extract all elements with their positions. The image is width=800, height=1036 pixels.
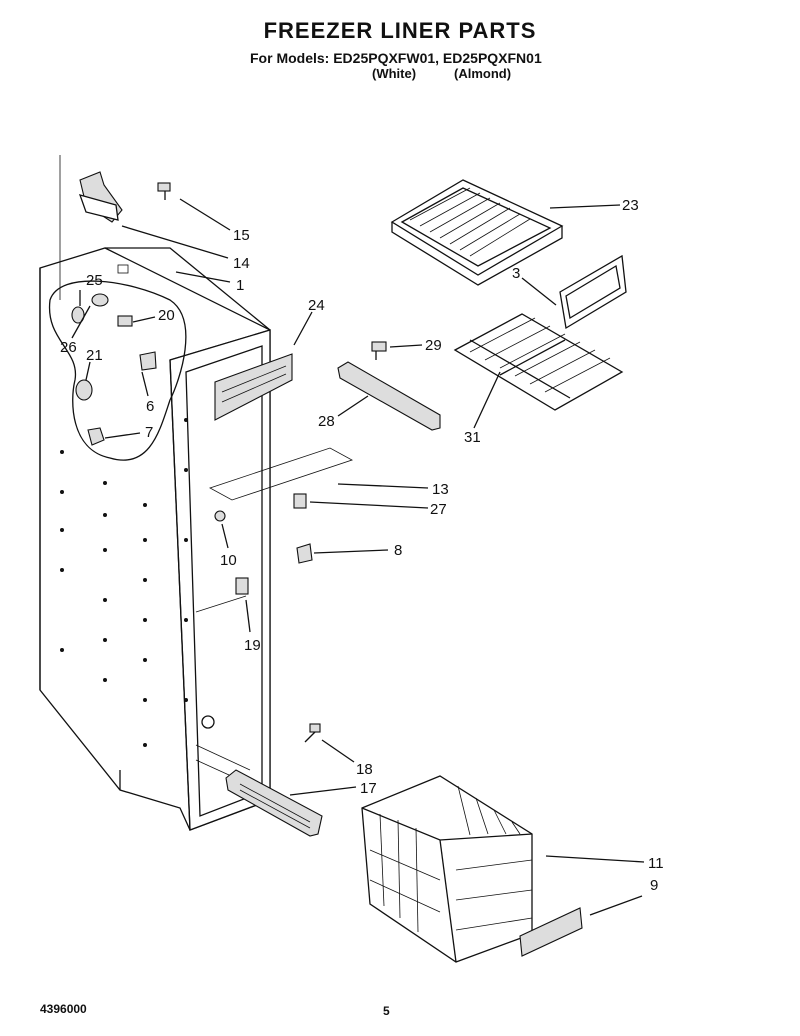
callout-20: 20 [158, 307, 175, 324]
callout-17: 17 [360, 780, 377, 797]
freezer-liner-body [39, 247, 271, 831]
part-27-holder [293, 493, 307, 509]
callout-31: 31 [464, 429, 481, 446]
callout-28: 28 [318, 413, 335, 430]
part-26-socket [91, 293, 109, 307]
part-18-screw [304, 723, 321, 743]
callout-27: 27 [430, 501, 447, 518]
callout-23: 23 [622, 197, 639, 214]
callout-labels: 15 14 1 25 20 26 21 6 7 24 23 3 29 28 31… [60, 197, 664, 894]
callout-10: 10 [220, 552, 237, 569]
variant-white: (White) [372, 66, 417, 81]
page-title: FREEZER LINER PARTS [263, 18, 537, 43]
models-line: For Models: ED25PQXFW01, ED25PQXFN01 [250, 50, 542, 66]
callout-15: 15 [233, 227, 250, 244]
callout-19: 19 [244, 637, 261, 654]
page-number: 5 [383, 1004, 390, 1018]
part-15-screw [157, 182, 171, 200]
callout-7: 7 [145, 424, 153, 441]
part-21-thermostat [75, 379, 93, 401]
callout-29: 29 [425, 337, 442, 354]
part-24-panel [214, 353, 293, 421]
part-19-holder [235, 577, 249, 595]
part-28-bracket [337, 361, 441, 431]
liner-label [117, 264, 129, 274]
part-29-screw [371, 341, 387, 360]
part-11-basket [361, 775, 533, 963]
part-20-switch [117, 315, 133, 327]
callout-6: 6 [146, 398, 154, 415]
callout-13: 13 [432, 481, 449, 498]
callout-26: 26 [60, 339, 77, 356]
callout-18: 18 [356, 761, 373, 778]
callout-24: 24 [308, 297, 325, 314]
part-17-grille [225, 769, 323, 837]
part-9-rail [519, 907, 583, 957]
variant-almond: (Almond) [454, 66, 512, 81]
part-25-bulb [71, 306, 85, 324]
callout-3: 3 [512, 265, 520, 282]
leader-lines [71, 198, 645, 916]
callout-1: 1 [236, 277, 244, 294]
callout-21: 21 [86, 347, 103, 364]
part-13-cover [209, 447, 353, 501]
liner-holes [60, 418, 188, 747]
callout-11: 11 [648, 855, 664, 872]
guide-line-19 [195, 595, 247, 613]
callout-14: 14 [233, 255, 250, 272]
part-3-trim [559, 254, 627, 330]
callout-9: 9 [650, 877, 658, 894]
part-23-shelf [390, 179, 564, 286]
part-14-bracket [59, 155, 123, 300]
part-8-clip [296, 543, 313, 564]
callout-8: 8 [394, 542, 402, 559]
part-7-clip [87, 427, 105, 446]
document-number: 4396000 [40, 1002, 87, 1016]
callout-25: 25 [86, 272, 103, 289]
part-31-wire-shelf [453, 313, 624, 411]
part-6-clip [139, 351, 157, 371]
part-10-plug [214, 510, 226, 522]
